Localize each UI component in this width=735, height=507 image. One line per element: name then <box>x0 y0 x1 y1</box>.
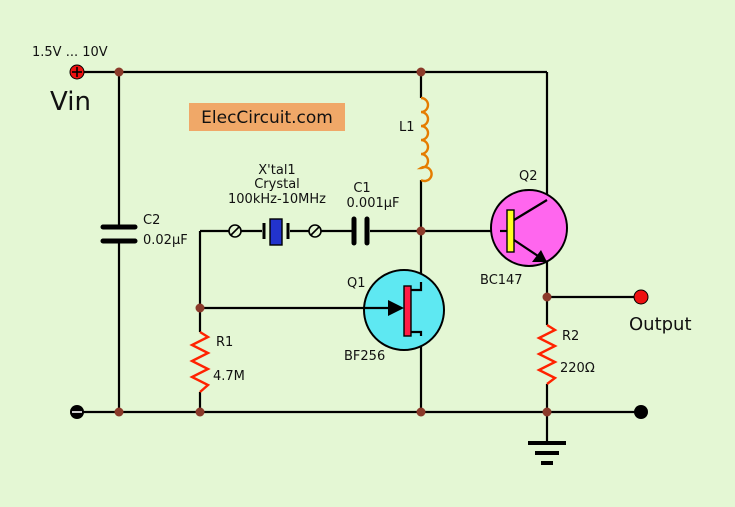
r2-name: R2 <box>562 329 579 344</box>
brand-text: ElecCircuit.com <box>201 108 333 128</box>
q2-name: Q2 <box>519 169 538 184</box>
output-terminal-icon <box>633 289 649 305</box>
resistor-r2 <box>536 323 558 385</box>
wires <box>77 70 641 442</box>
brand-box <box>189 103 345 131</box>
r1-name: R1 <box>216 335 233 350</box>
junction-nodes <box>114 67 552 417</box>
vin-label: Vin <box>50 87 91 117</box>
inductor-l1 <box>416 96 433 183</box>
crystal-freq: 100kHz-10MHz <box>228 192 326 207</box>
crystal-xtal1 <box>228 218 322 246</box>
ground-terminal-icon <box>634 405 648 419</box>
r1-value: 4.7M <box>213 369 245 384</box>
c2-value: 0.02µF <box>143 233 188 248</box>
q2-part: BC147 <box>480 273 523 288</box>
capacitor-c1 <box>351 216 370 246</box>
c1-name: C1 <box>353 181 370 196</box>
capacitor-c2 <box>100 224 138 244</box>
l1-name: L1 <box>399 120 415 135</box>
q1-name: Q1 <box>347 276 366 291</box>
q1-part: BF256 <box>344 349 385 364</box>
crystal-name: X'tal1 <box>258 163 295 178</box>
positive-terminal-icon <box>69 64 85 80</box>
c1-value: 0.001µF <box>347 196 400 211</box>
crystal-type: Crystal <box>254 177 300 192</box>
output-label: Output <box>629 314 692 335</box>
ground-icon <box>528 441 566 465</box>
c2-name: C2 <box>143 213 160 228</box>
negative-terminal-icon <box>70 405 84 419</box>
transistor-q2 <box>490 189 568 267</box>
r2-value: 220Ω <box>560 361 595 376</box>
transistor-q1 <box>363 269 445 351</box>
resistor-r1 <box>189 330 211 393</box>
supply-range-label: 1.5V ... 10V <box>32 45 108 60</box>
